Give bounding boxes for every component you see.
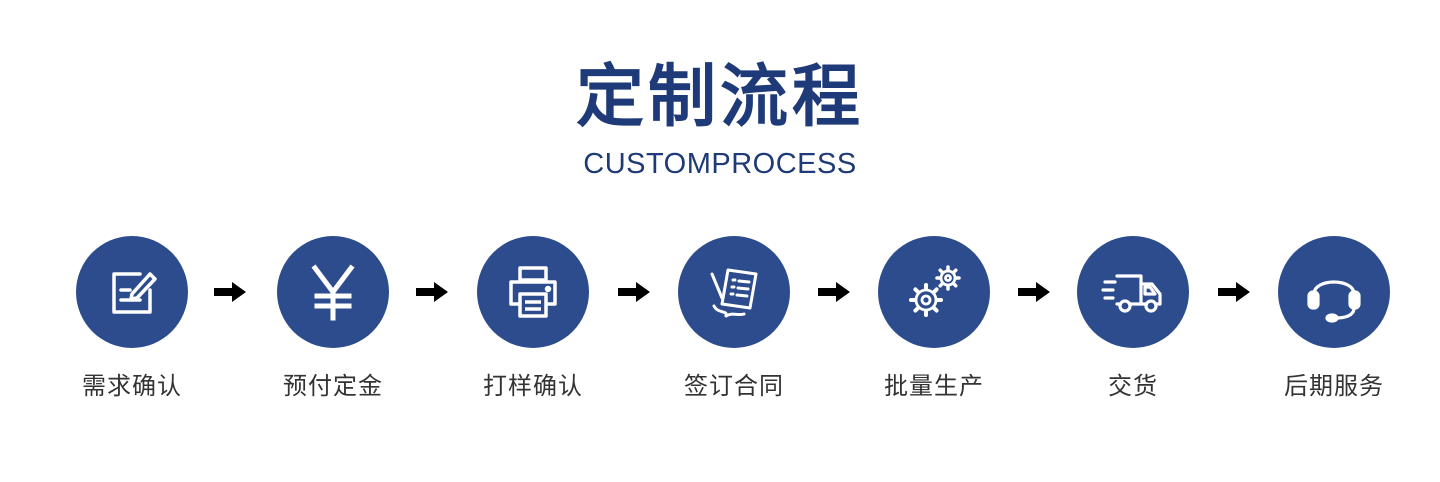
arrow-right-icon xyxy=(1016,280,1052,304)
headset-icon xyxy=(1307,280,1361,323)
printer-icon xyxy=(509,266,557,318)
arrow-right-icon xyxy=(816,280,852,304)
step-label: 打样确认 xyxy=(483,372,583,400)
step-deposit: 预付定金 xyxy=(233,236,433,402)
delivery-truck-icon xyxy=(1101,274,1162,313)
step-circle xyxy=(1077,236,1189,348)
page-title: 定制流程 xyxy=(575,58,864,137)
step-circle xyxy=(477,236,589,348)
arrow-right-icon xyxy=(616,280,652,304)
gears-icon xyxy=(909,265,961,317)
step-circle xyxy=(878,236,990,348)
step-label: 需求确认 xyxy=(82,372,182,400)
step-sign-contract: 签订合同 xyxy=(634,236,834,402)
step-delivery: 交货 xyxy=(1033,236,1233,402)
step-mass-production: 批量生产 xyxy=(834,236,1034,402)
step-requirement-confirm: 需求确认 xyxy=(32,236,232,402)
step-label: 后期服务 xyxy=(1284,372,1384,400)
step-circle xyxy=(76,236,188,348)
step-label: 交货 xyxy=(1108,372,1158,400)
step-circle xyxy=(1278,236,1390,348)
step-circle xyxy=(678,236,790,348)
page-subtitle: CUSTOMPROCESS xyxy=(583,148,857,180)
step-label: 签订合同 xyxy=(684,372,784,400)
arrow-right-icon xyxy=(414,280,450,304)
step-after-sales: 后期服务 xyxy=(1234,236,1434,402)
arrow-right-icon xyxy=(1216,280,1252,304)
step-label: 预付定金 xyxy=(283,372,383,400)
step-circle xyxy=(277,236,389,348)
step-label: 批量生产 xyxy=(884,372,984,400)
step-sample-confirm: 打样确认 xyxy=(433,236,633,402)
edit-document-icon xyxy=(112,272,157,314)
sign-contract-icon xyxy=(710,268,758,318)
arrow-right-icon xyxy=(212,280,248,304)
yen-icon xyxy=(311,264,355,321)
